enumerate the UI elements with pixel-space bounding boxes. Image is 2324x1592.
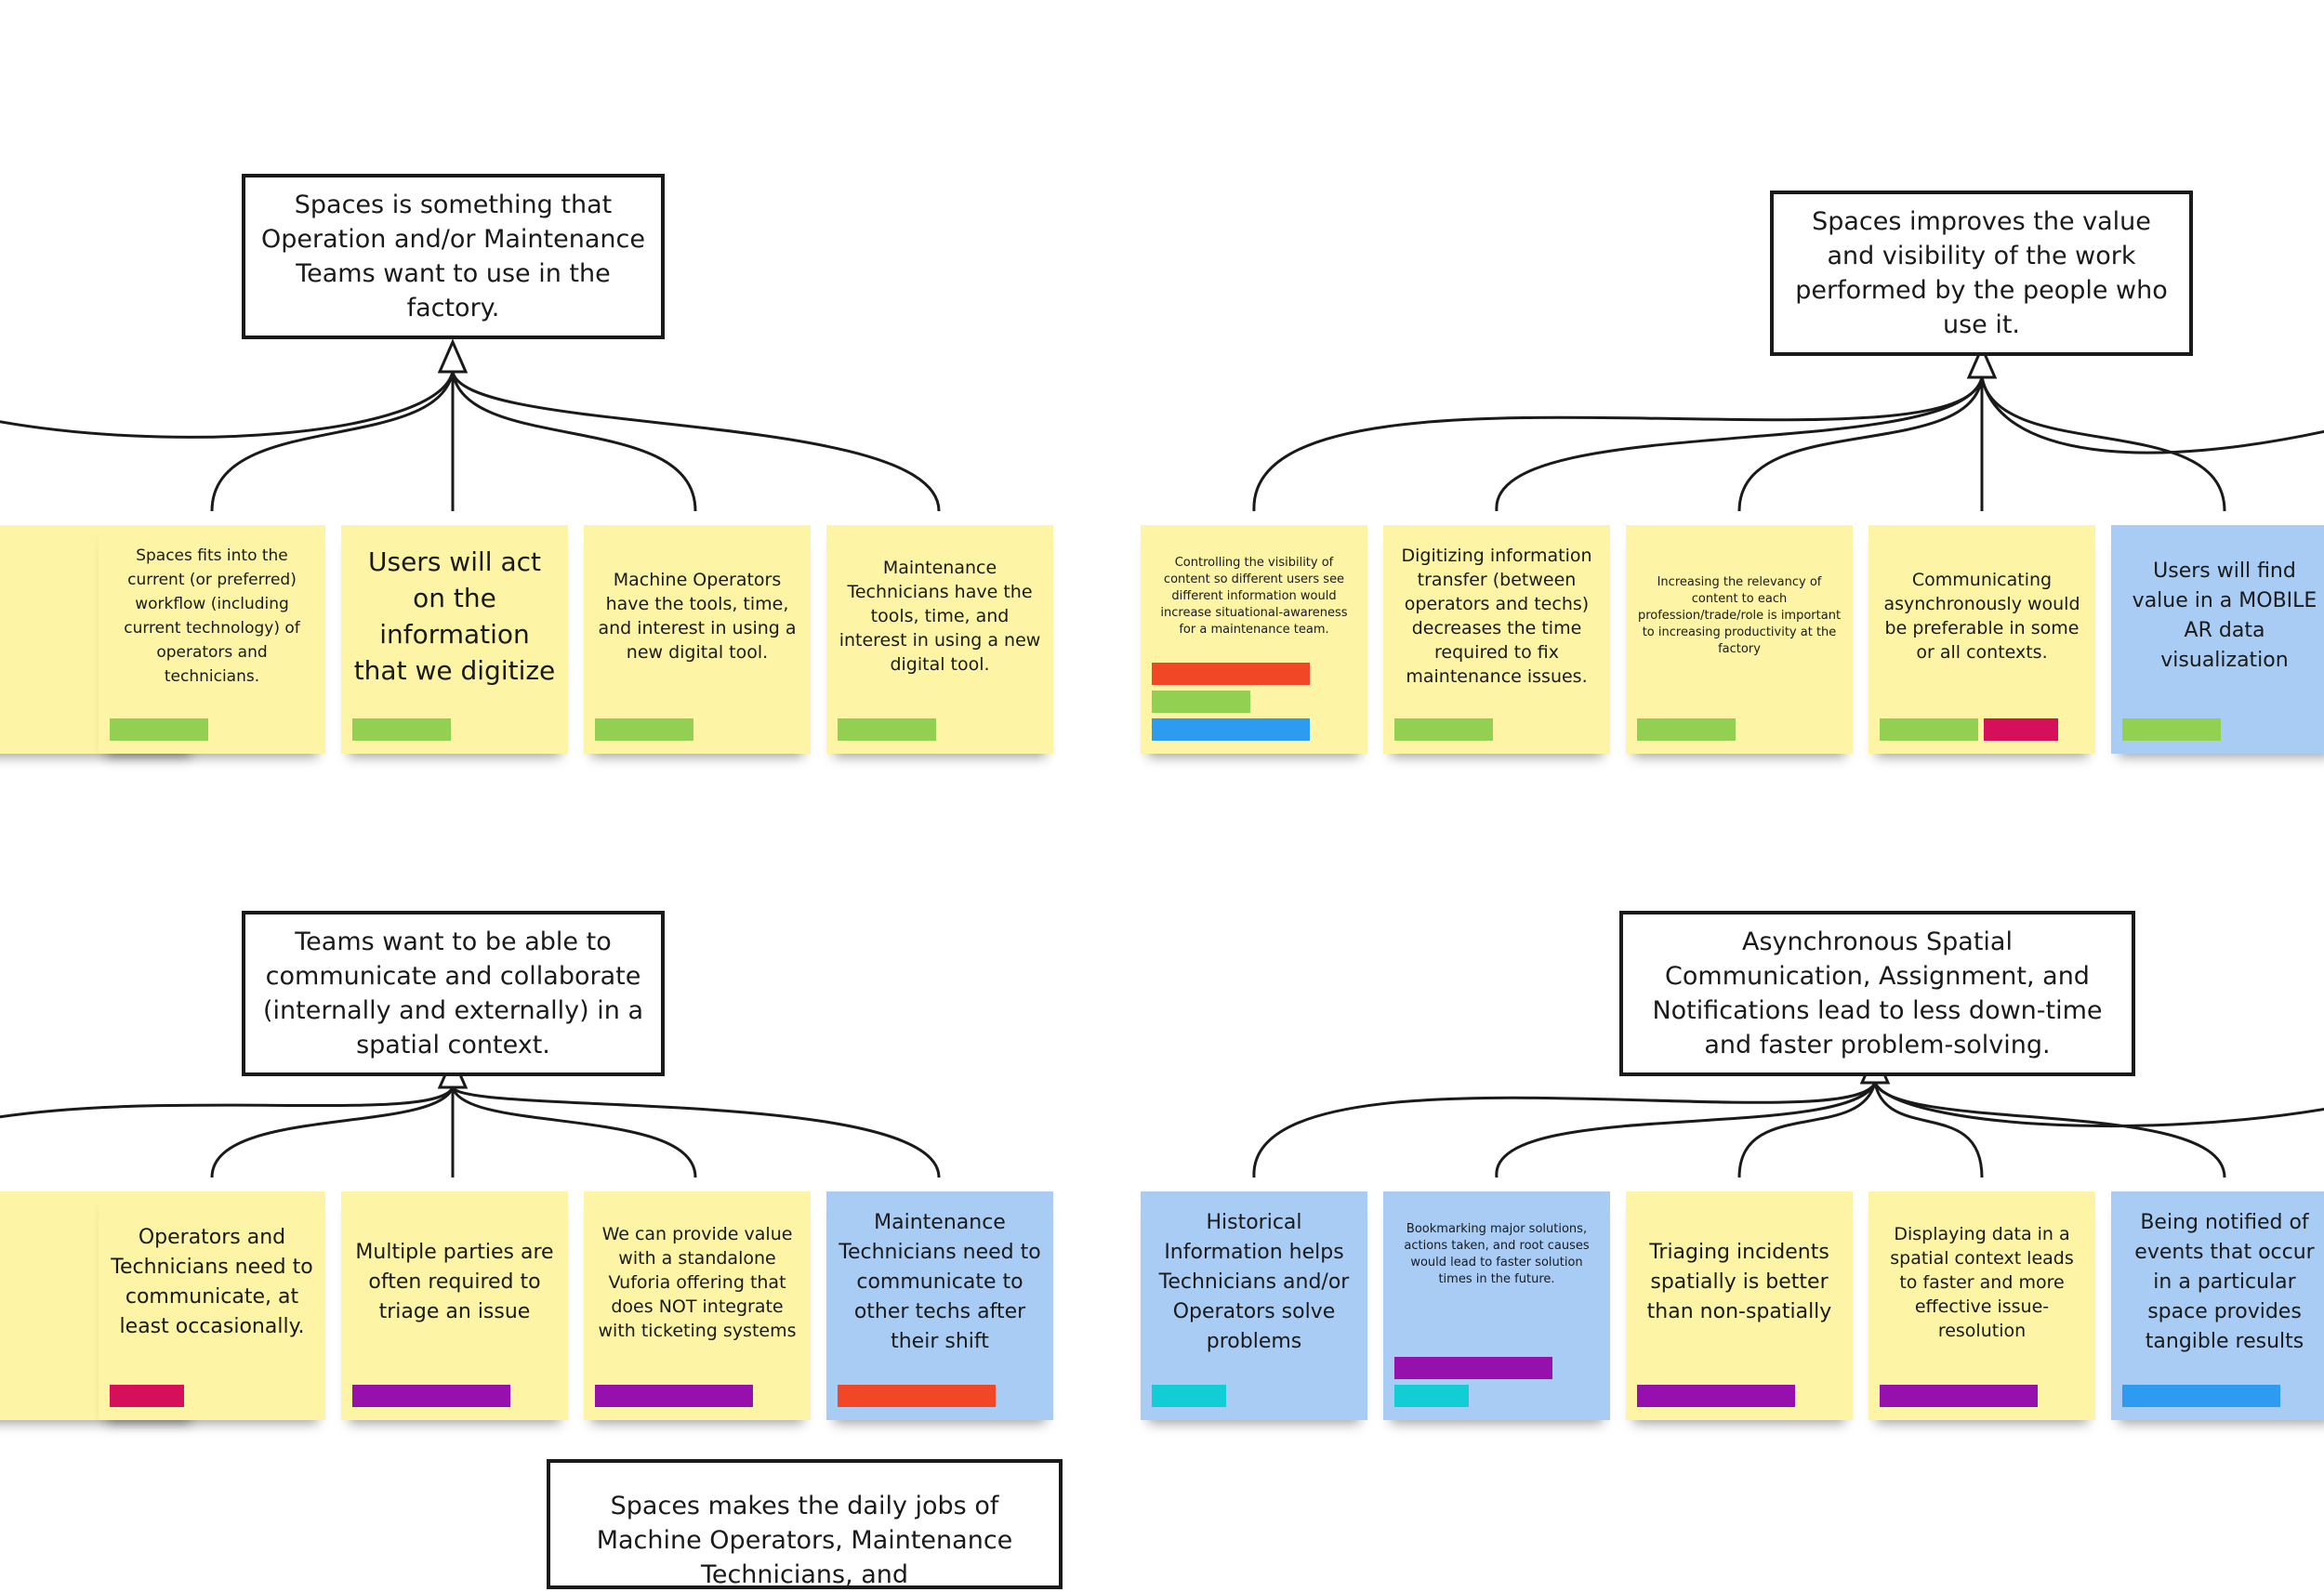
tag-group bbox=[838, 1379, 996, 1407]
sticky-note[interactable]: Historical Information helps Technicians… bbox=[1141, 1191, 1367, 1420]
sticky-note-text: Maintenance Technicians need to communic… bbox=[838, 1211, 1041, 1353]
hypothesis-text: Spaces makes the daily jobs of Machine O… bbox=[596, 1492, 1013, 1589]
tag-group bbox=[2122, 1379, 2280, 1407]
tag-group bbox=[2122, 713, 2221, 741]
tag-group bbox=[1880, 713, 2058, 741]
sticky-note-text: Users will find value in a MOBILE AR dat… bbox=[2132, 559, 2317, 672]
tag-group bbox=[838, 713, 936, 741]
hypothesis-text: Spaces is something that Operation and/o… bbox=[261, 191, 645, 322]
sticky-note-text: Increasing the relevancy of content to e… bbox=[1637, 575, 1842, 656]
tag-group bbox=[1637, 1379, 1795, 1407]
sticky-note[interactable]: Machine Operators have the tools, time, … bbox=[584, 525, 811, 754]
sticky-note-text: Maintenance Technicians have the tools, … bbox=[838, 558, 1041, 675]
tag-green bbox=[1394, 718, 1493, 741]
tag-red bbox=[1152, 663, 1310, 685]
tag-group bbox=[352, 713, 451, 741]
tag-group bbox=[1637, 713, 1736, 741]
tag-blue bbox=[1152, 718, 1310, 741]
sticky-note-text: Being notified of events that occur in a… bbox=[2134, 1211, 2315, 1353]
tag-group bbox=[110, 713, 208, 741]
tag-cyan bbox=[1152, 1385, 1226, 1407]
sticky-note[interactable]: Digitizing information transfer (between… bbox=[1383, 525, 1610, 754]
sticky-note-text: Machine Operators have the tools, time, … bbox=[598, 570, 797, 663]
tag-group bbox=[1152, 1379, 1226, 1407]
tag-magenta bbox=[110, 1385, 184, 1407]
sticky-note-text: Displaying data in a spatial context lea… bbox=[1890, 1224, 2074, 1341]
tag-group bbox=[1394, 713, 1493, 741]
tag-purple bbox=[1394, 1357, 1552, 1379]
tag-group bbox=[352, 1379, 510, 1407]
sticky-note[interactable]: We can provide value with a standalone V… bbox=[584, 1191, 811, 1420]
tag-green bbox=[1880, 718, 1978, 741]
tag-cyan bbox=[1394, 1385, 1469, 1407]
sticky-note[interactable]: Displaying data in a spatial context lea… bbox=[1868, 1191, 2095, 1420]
hypothesis-text: Teams want to be able to communicate and… bbox=[262, 928, 643, 1059]
sticky-note[interactable]: Being notified of events that occur in a… bbox=[2111, 1191, 2324, 1420]
tag-group bbox=[595, 1379, 753, 1407]
sticky-note-text: Digitizing information transfer (between… bbox=[1401, 546, 1592, 687]
sticky-note-text: Multiple parties are often required to t… bbox=[355, 1241, 554, 1323]
hypothesis-box[interactable]: Asynchronous Spatial Communication, Assi… bbox=[1619, 911, 2135, 1076]
tag-purple bbox=[352, 1385, 510, 1407]
sticky-note-text: Controlling the visibility of content so… bbox=[1160, 556, 1348, 637]
sticky-note[interactable]: Operators and Technicians need to commun… bbox=[99, 1191, 325, 1420]
hypothesis-box[interactable]: Teams want to be able to communicate and… bbox=[242, 911, 665, 1076]
tag-group bbox=[1880, 1379, 2038, 1407]
sticky-note[interactable]: Maintenance Technicians have the tools, … bbox=[826, 525, 1053, 754]
hypothesis-text: Spaces improves the value and visibility… bbox=[1795, 207, 2168, 339]
sticky-note[interactable]: Users will act on the information that w… bbox=[341, 525, 568, 754]
tag-green bbox=[110, 718, 208, 741]
tag-green bbox=[2122, 718, 2221, 741]
sticky-note-text: We can provide value with a standalone V… bbox=[598, 1224, 797, 1341]
sticky-note-text: Historical Information helps Technicians… bbox=[1158, 1211, 1350, 1353]
sticky-note[interactable]: Maintenance Technicians need to communic… bbox=[826, 1191, 1053, 1420]
hypothesis-box[interactable]: Spaces improves the value and visibility… bbox=[1770, 191, 2193, 356]
sticky-note[interactable]: Users will find value in a MOBILE AR dat… bbox=[2111, 525, 2324, 754]
tag-purple bbox=[1880, 1385, 2038, 1407]
sticky-note[interactable]: Bookmarking major solutions, actions tak… bbox=[1383, 1191, 1610, 1420]
sticky-note-text: Bookmarking major solutions, actions tak… bbox=[1404, 1222, 1590, 1286]
tag-green bbox=[1637, 718, 1736, 741]
connector-lines bbox=[0, 338, 2324, 1178]
tag-magenta bbox=[1984, 718, 2058, 741]
sticky-note[interactable]: Controlling the visibility of content so… bbox=[1141, 525, 1367, 754]
sticky-note-text: Spaces fits into the current (or preferr… bbox=[124, 546, 300, 686]
tag-group bbox=[110, 1379, 184, 1407]
sticky-note-text: Triaging incidents spatially is better t… bbox=[1646, 1241, 1832, 1323]
sticky-note[interactable]: Increasing the relevancy of content to e… bbox=[1626, 525, 1853, 754]
tag-group bbox=[1394, 1351, 1552, 1407]
sticky-note[interactable]: Triaging incidents spatially is better t… bbox=[1626, 1191, 1853, 1420]
hypothesis-box[interactable]: Spaces is something that Operation and/o… bbox=[242, 174, 665, 339]
tag-green bbox=[1152, 691, 1250, 713]
tag-green bbox=[352, 718, 451, 741]
sticky-note-text: Communicating asynchronously would be pr… bbox=[1883, 570, 2080, 663]
hypothesis-box[interactable]: Spaces makes the daily jobs of Machine O… bbox=[547, 1459, 1063, 1589]
tag-purple bbox=[595, 1385, 753, 1407]
sticky-note[interactable]: Multiple parties are often required to t… bbox=[341, 1191, 568, 1420]
sticky-note-text: Users will act on the information that w… bbox=[353, 546, 556, 686]
tag-purple bbox=[1637, 1385, 1795, 1407]
tag-red bbox=[838, 1385, 996, 1407]
sticky-note[interactable]: Spaces fits into the current (or preferr… bbox=[99, 525, 325, 754]
tag-group bbox=[1152, 657, 1310, 741]
sticky-note-text: Operators and Technicians need to commun… bbox=[111, 1226, 313, 1338]
tag-green bbox=[838, 718, 936, 741]
sticky-note[interactable]: Communicating asynchronously would be pr… bbox=[1868, 525, 2095, 754]
tag-group bbox=[595, 713, 693, 741]
tag-blue bbox=[2122, 1385, 2280, 1407]
tag-green bbox=[595, 718, 693, 741]
hypothesis-text: Asynchronous Spatial Communication, Assi… bbox=[1652, 928, 2103, 1059]
